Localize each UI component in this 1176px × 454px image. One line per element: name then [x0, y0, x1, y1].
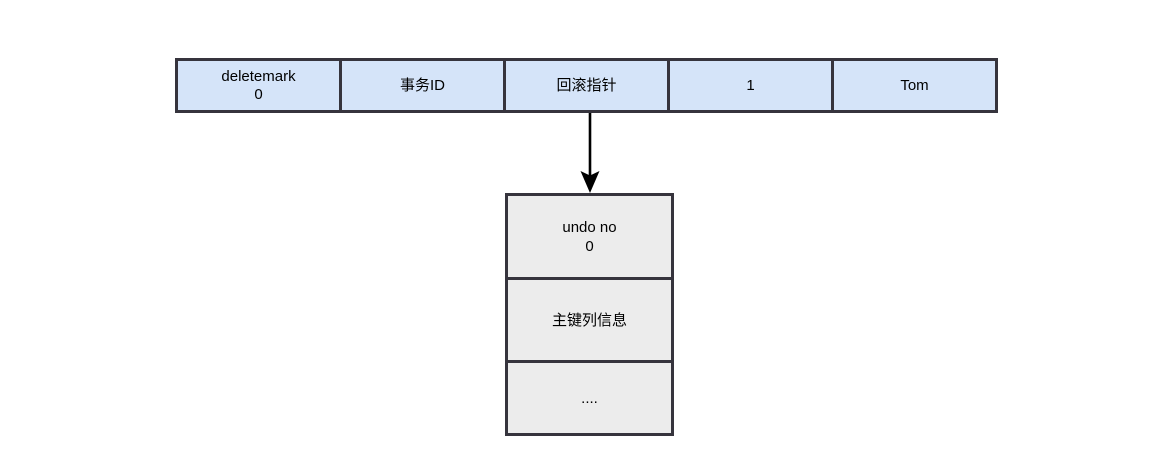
undo-cell-primary-key-info[interactable]: 主键列信息 — [508, 280, 671, 363]
record-cell-deletemark-label: deletemark — [221, 67, 296, 85]
clustered-index-record-row: deletemark 0 事务ID 回滚指针 1 Tom — [175, 58, 998, 113]
record-cell-column-id-value: 1 — [746, 76, 755, 94]
undo-cell-undo-no-label: undo no — [562, 218, 617, 236]
record-cell-deletemark-value: 0 — [254, 85, 263, 103]
undo-cell-undo-no-value: 0 — [585, 237, 594, 255]
record-cell-column-id[interactable]: 1 — [670, 61, 834, 110]
record-cell-roll-pointer-label: 回滚指针 — [556, 76, 617, 94]
record-cell-roll-pointer[interactable]: 回滚指针 — [506, 61, 670, 110]
record-cell-column-name[interactable]: Tom — [834, 61, 995, 110]
undo-cell-ellipsis[interactable]: .... — [508, 363, 671, 433]
undo-cell-undo-no[interactable]: undo no 0 — [508, 196, 671, 280]
roll-pointer-arrow — [580, 113, 600, 193]
record-cell-trx-id[interactable]: 事务ID — [342, 61, 506, 110]
record-cell-deletemark[interactable]: deletemark 0 — [178, 61, 342, 110]
undo-log-record-box: undo no 0 主键列信息 .... — [505, 193, 674, 436]
undo-cell-ellipsis-label: .... — [581, 389, 598, 407]
record-cell-column-name-value: Tom — [900, 76, 929, 94]
arrow-head — [580, 171, 600, 193]
record-cell-trx-id-label: 事务ID — [399, 76, 445, 94]
undo-cell-primary-key-info-label: 主键列信息 — [551, 311, 627, 329]
